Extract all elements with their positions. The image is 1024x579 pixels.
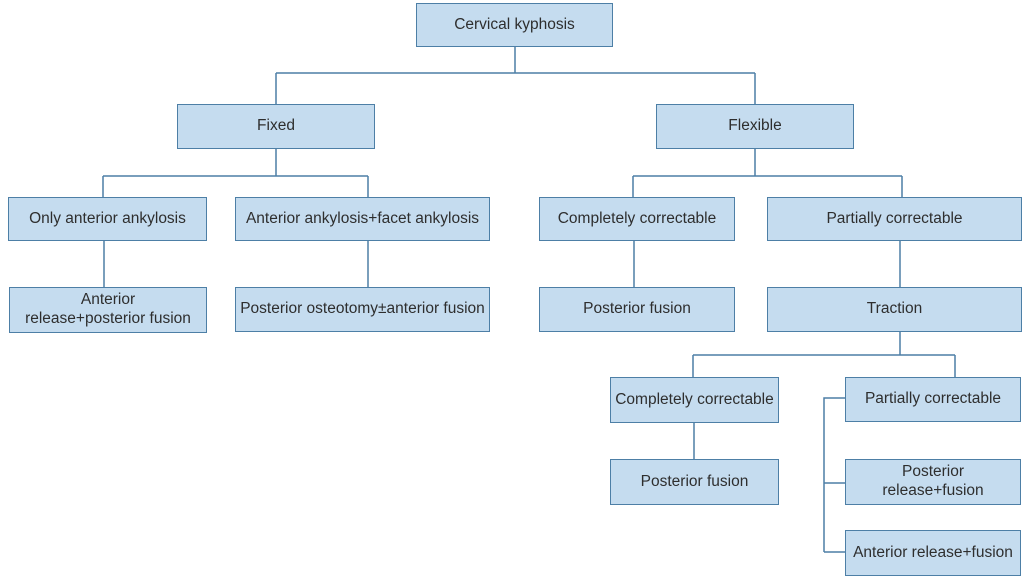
node-only-anterior-ankylosis: Only anterior ankylosis	[8, 197, 207, 241]
node-traction: Traction	[767, 287, 1022, 332]
link-partial-bracket	[823, 397, 845, 553]
node-posterior-fusion: Posterior fusion	[539, 287, 735, 332]
node-anterior-release-fusion: Anterior release+fusion	[845, 530, 1021, 576]
node-traction-partially-correctable: Partially correctable	[845, 377, 1021, 422]
node-posterior-osteotomy: Posterior osteotomy±anterior fusion	[235, 287, 490, 332]
node-posterior-release-fusion: Posterior release+fusion	[845, 459, 1021, 505]
node-completely-correctable: Completely correctable	[539, 197, 735, 241]
node-anterior-facet-ankylosis: Anterior ankylosis+facet ankylosis	[235, 197, 490, 241]
link-traction-children	[692, 332, 956, 377]
node-cervical-kyphosis: Cervical kyphosis	[416, 3, 613, 47]
node-partially-correctable: Partially correctable	[767, 197, 1022, 241]
node-flexible: Flexible	[656, 104, 854, 149]
node-traction-completely-correctable: Completely correctable	[610, 377, 779, 423]
link-root-children	[275, 47, 756, 104]
node-traction-posterior-fusion: Posterior fusion	[610, 459, 779, 505]
node-anterior-release-posterior-fusion: Anterior release+posterior fusion	[9, 287, 207, 333]
link-flexible-children	[632, 149, 903, 197]
node-fixed: Fixed	[177, 104, 375, 149]
link-fixed-children	[102, 149, 369, 197]
